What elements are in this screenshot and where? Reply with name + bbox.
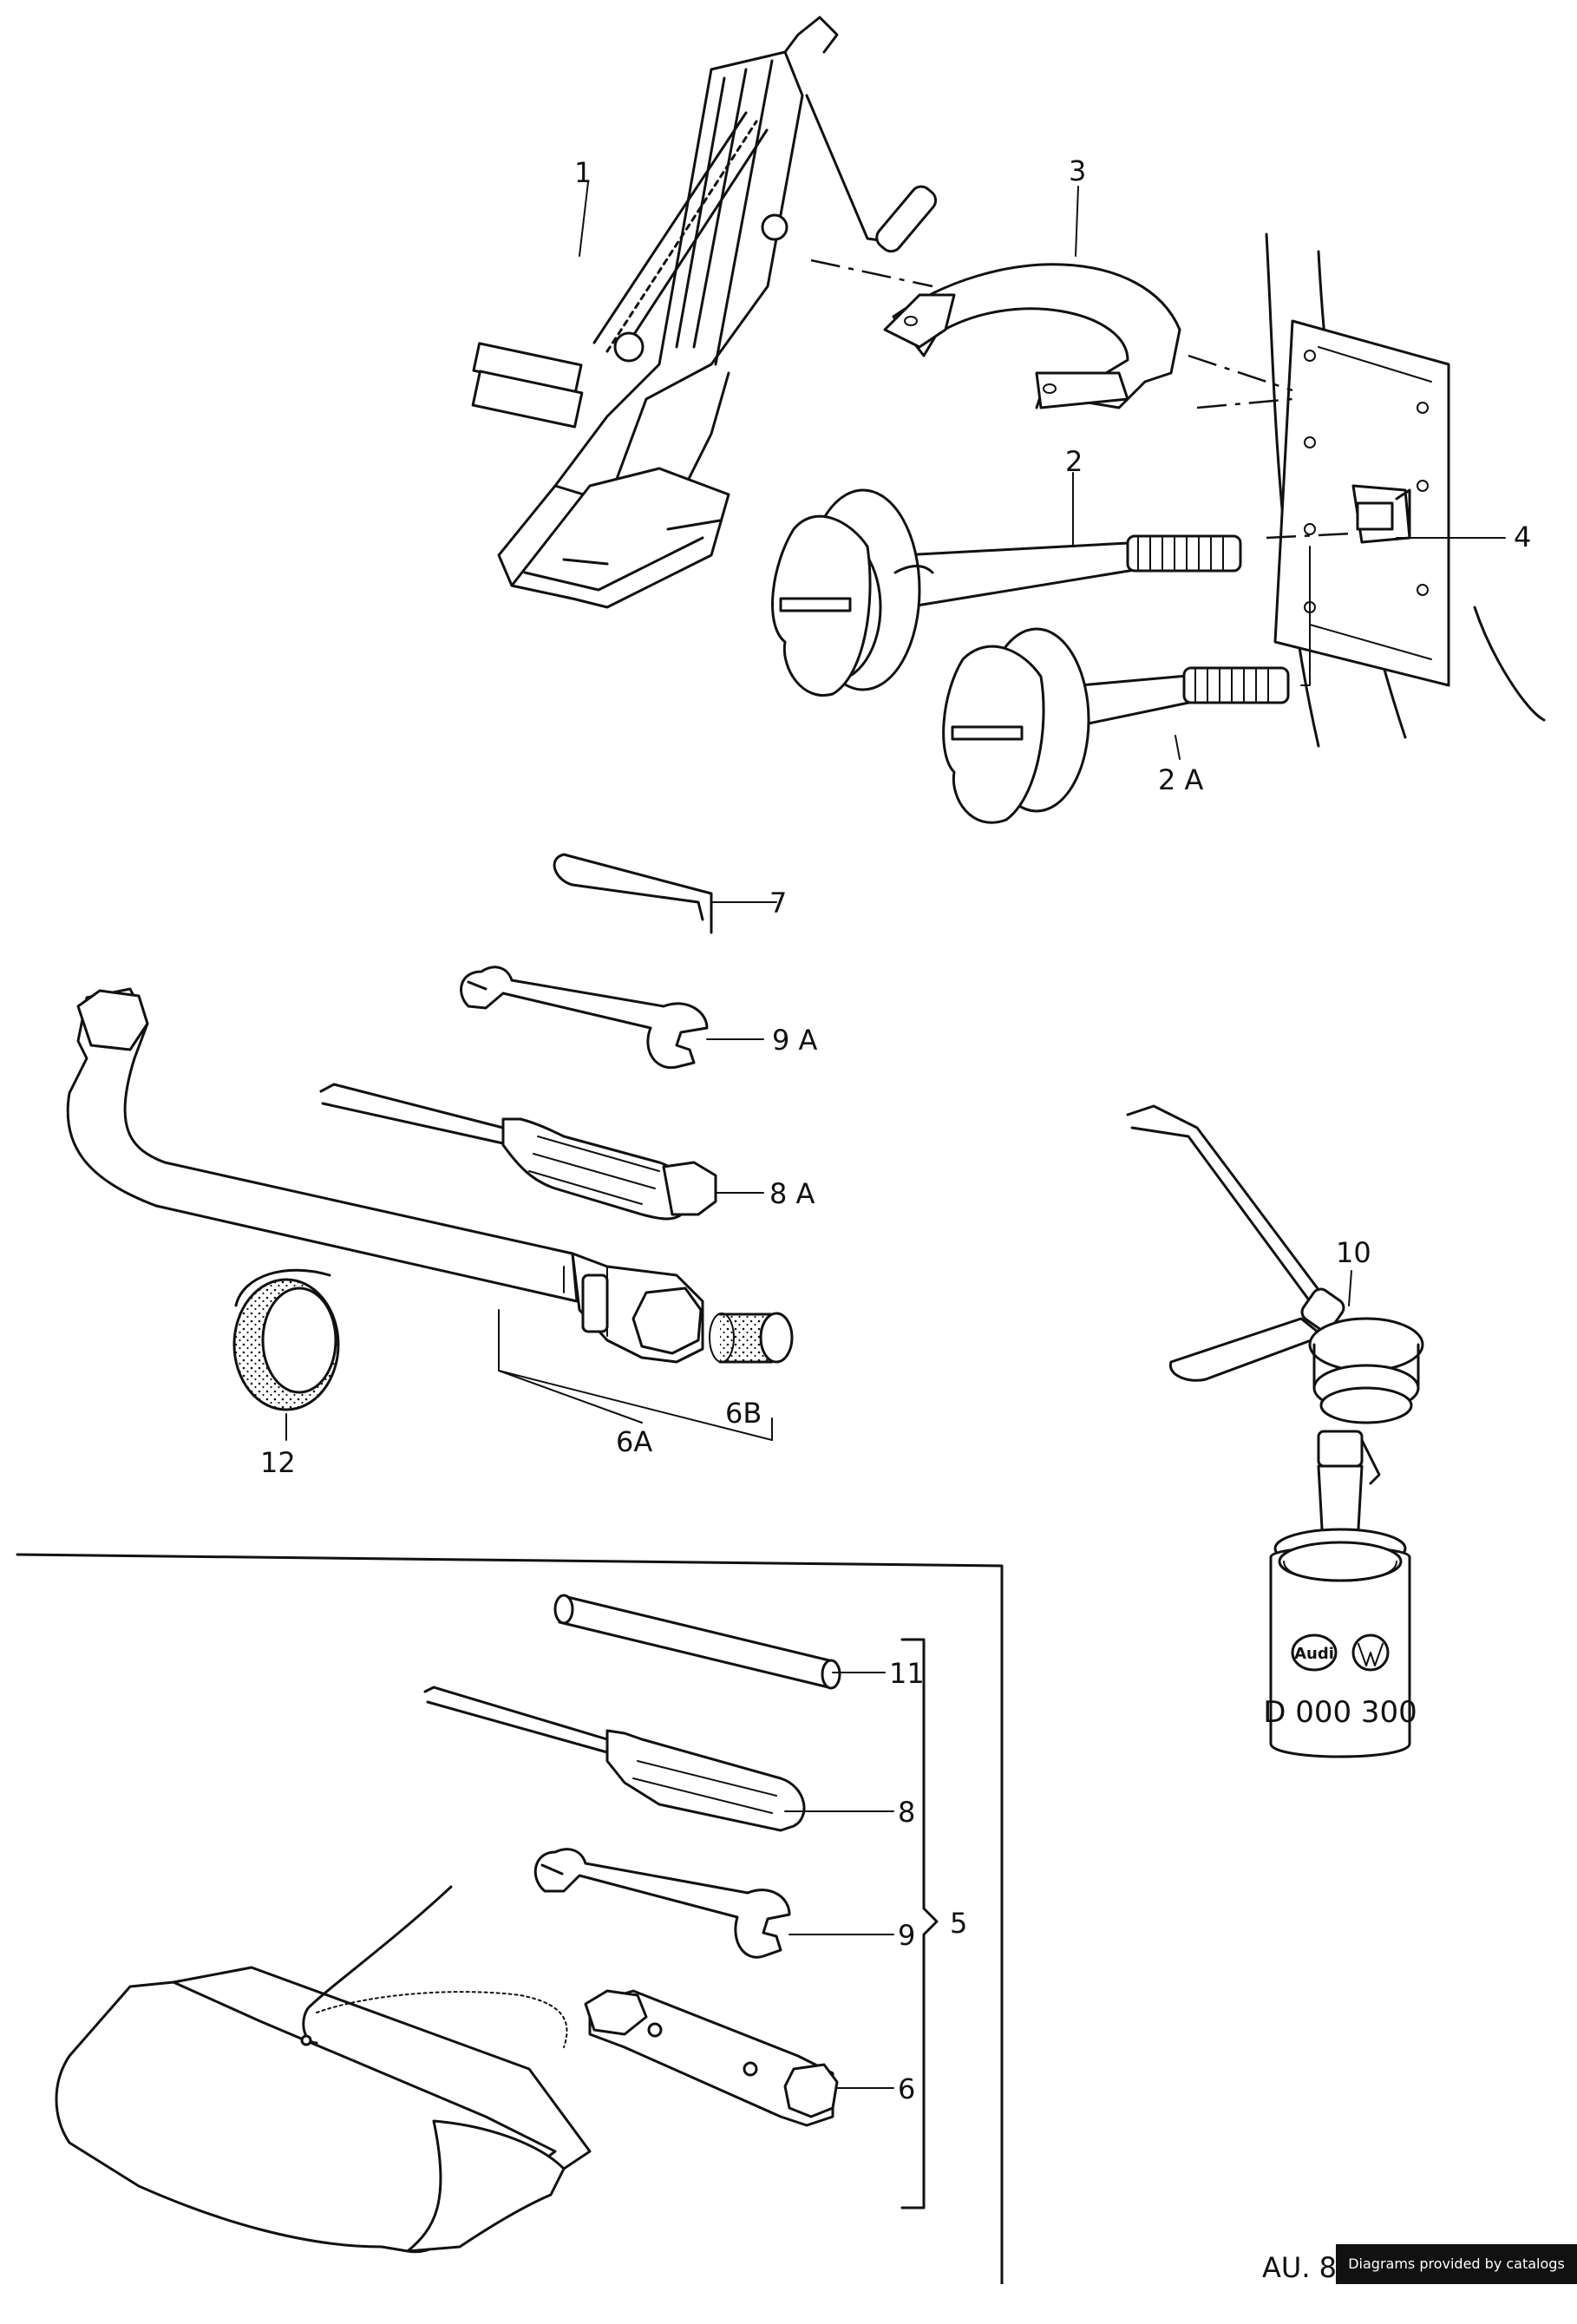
spare-wheel-bolt <box>771 488 1242 697</box>
ring-12 <box>232 1268 340 1411</box>
oil-can: Audi D 000 300 <box>1126 1104 1424 1758</box>
screwdriver-8a <box>319 1083 717 1221</box>
callout-12: 12 <box>260 1446 296 1479</box>
callout-11: 11 <box>889 1657 925 1690</box>
open-end-wrench-9 <box>533 1848 791 1959</box>
wheel-wrench-6a <box>66 987 773 1441</box>
callout-1: 1 <box>574 156 592 189</box>
tool-bag <box>55 1885 592 2254</box>
screwdriver-8 <box>423 1686 806 1832</box>
sleeve-6b <box>709 1312 794 1364</box>
leader-lines <box>285 181 1506 2089</box>
group-bracket-5 <box>900 1638 939 2209</box>
rod-11 <box>553 1594 841 1690</box>
box-wrench-6 <box>584 1989 839 2127</box>
callout-8: 8 <box>898 1796 915 1829</box>
mounting-plate <box>1265 232 1546 748</box>
jack <box>471 16 938 609</box>
clip <box>553 853 713 934</box>
spare-wheel-bolt-2a <box>942 627 1290 824</box>
callout-5: 5 <box>950 1907 967 1940</box>
callout-2a: 2 A <box>1158 763 1204 796</box>
tool-kit-frame <box>16 1553 1004 2284</box>
callout-3: 3 <box>1069 154 1086 187</box>
callout-7: 7 <box>769 887 787 920</box>
leader-2a <box>1175 735 1181 760</box>
callout-9: 9 <box>898 1919 915 1952</box>
callout-8a: 8 A <box>769 1177 815 1210</box>
figure-code: AU. 8 <box>1262 2251 1337 2284</box>
callout-10: 10 <box>1336 1236 1371 1269</box>
callout-6a: 6A <box>616 1425 652 1458</box>
assembly-guides <box>810 259 1354 686</box>
strap <box>883 263 1181 409</box>
open-end-wrench-9a <box>460 966 709 1070</box>
callout-6b: 6B <box>725 1397 762 1430</box>
audi-logo-text: Audi <box>1294 1645 1334 1663</box>
credit-banner: Diagrams provided by catalogs parts <box>1336 2244 1577 2312</box>
can-part-number: D 000 300 <box>1263 1695 1417 1730</box>
callout-9a: 9 A <box>772 1024 818 1057</box>
callout-6: 6 <box>898 2072 915 2105</box>
callout-2: 2 <box>1065 445 1083 478</box>
callout-4: 4 <box>1514 520 1531 553</box>
